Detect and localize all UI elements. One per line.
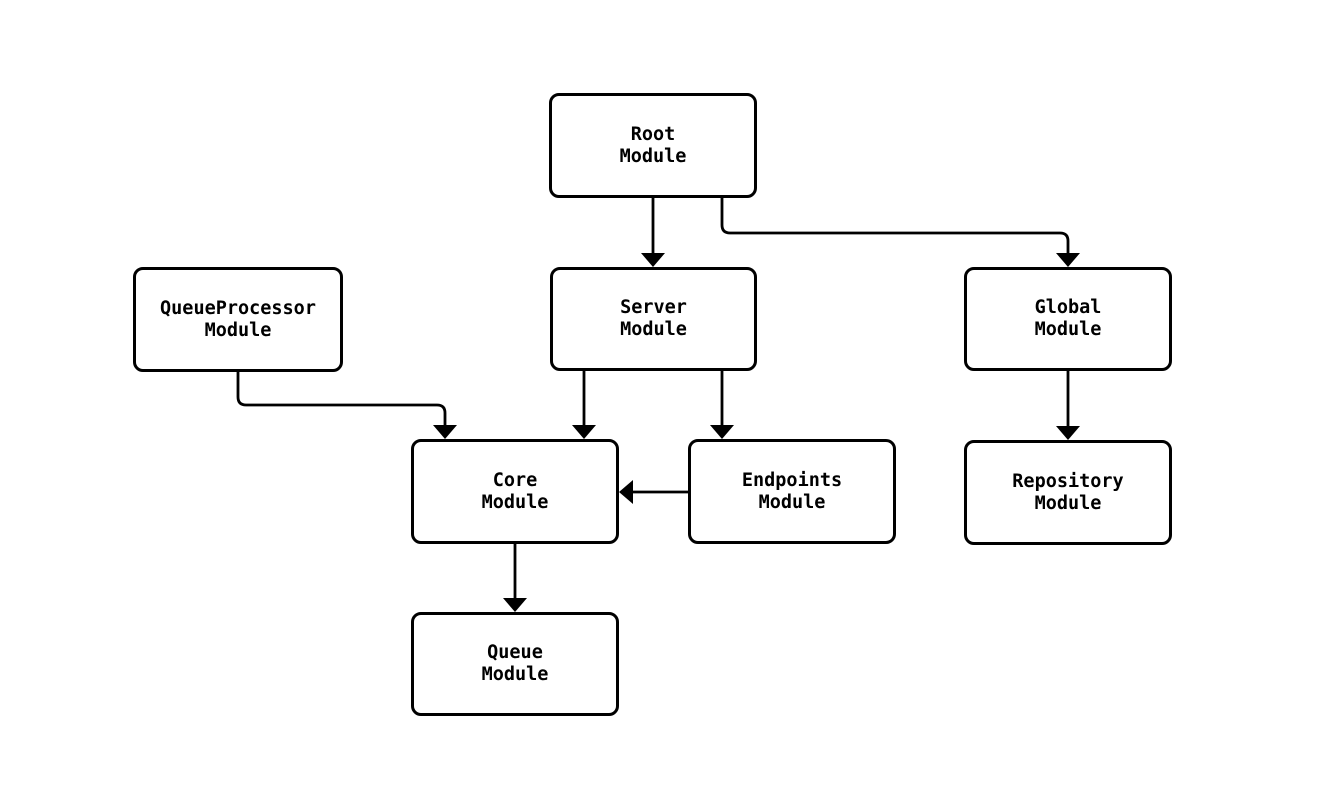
arrowhead-core-to-queue (503, 598, 527, 612)
node-label-endpoints: Endpoints Module (741, 469, 843, 513)
node-label-core: Core Module (481, 469, 549, 513)
arrowhead-global-to-repository (1056, 426, 1080, 440)
arrowhead-endpoints-to-core (619, 480, 633, 504)
node-label-server: Server Module (620, 297, 687, 340)
node-queue-module: Queue Module (411, 612, 619, 716)
arrowhead-server-to-core (572, 425, 596, 439)
node-server-module: Server Module (550, 267, 757, 371)
node-label-repository: Repository Module (1012, 470, 1124, 514)
node-repository-module: Repository Module (964, 440, 1172, 545)
node-label-global: Global Module (1034, 297, 1102, 340)
node-global-module: Global Module (964, 267, 1172, 371)
arrowhead-root-to-global (1056, 253, 1080, 267)
node-label-queue: Queue Module (481, 642, 549, 685)
edge-root-to-global (720, 198, 1070, 253)
node-queueprocessor-module: QueueProcessor Module (133, 267, 343, 372)
node-endpoints-module: Endpoints Module (688, 439, 896, 544)
node-label-root: Root Module (619, 123, 687, 167)
node-core-module: Core Module (411, 439, 619, 544)
arrowhead-root-to-server (641, 253, 665, 267)
edge-queueprocessor-to-core (236, 372, 447, 425)
arrowhead-server-to-endpoints (710, 425, 734, 439)
node-label-queueprocessor: QueueProcessor Module (160, 297, 316, 341)
node-root-module: Root Module (549, 93, 757, 198)
arrowhead-queueprocessor-to-core (433, 425, 457, 439)
